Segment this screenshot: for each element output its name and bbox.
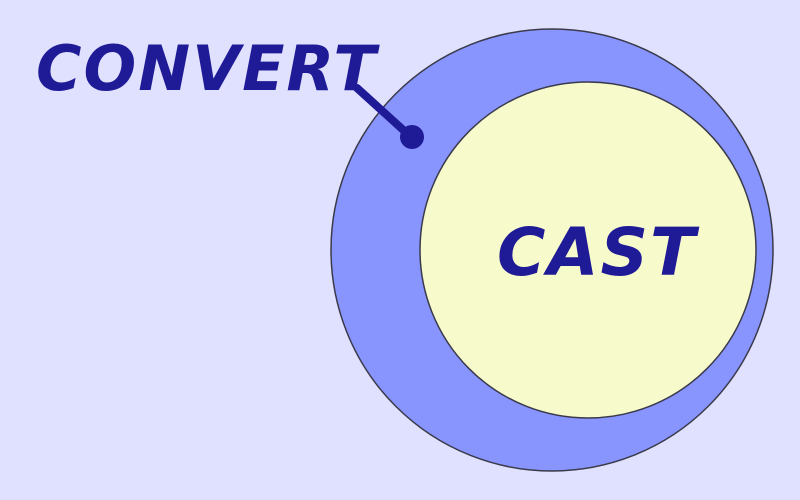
outer-set-label: CONVERT <box>36 32 380 105</box>
inner-set-circle <box>419 81 757 419</box>
inner-set-label: CAST <box>497 214 700 291</box>
label-pointer-line <box>353 84 415 141</box>
label-pointer-dot <box>400 125 424 149</box>
